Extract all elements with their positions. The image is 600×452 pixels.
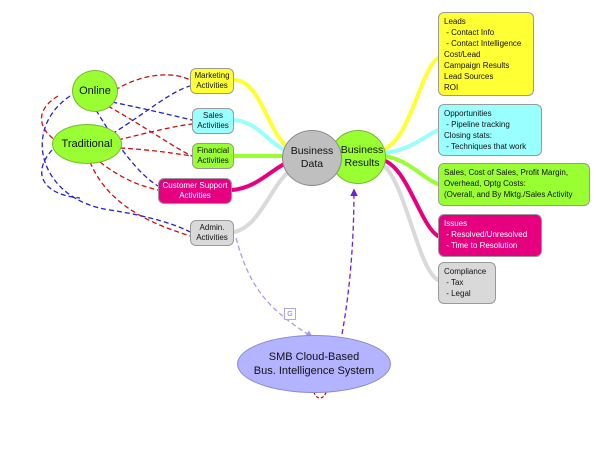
compliance-line: Compliance (444, 267, 487, 276)
connector-online-financial (107, 105, 193, 157)
branch-leads (380, 56, 440, 152)
business-results-node: Business Results (330, 130, 386, 184)
connector-online-sales (111, 101, 193, 121)
sales-activities-label: Sales Activities (197, 111, 229, 130)
connector-online-admin (41, 95, 191, 233)
opportunities-line: Closing stats: (444, 131, 493, 140)
opportunities-line: - Techniques that work (444, 142, 527, 151)
leads-results-node: Leads - Contact Info - Contact Intellige… (438, 12, 534, 96)
issues-line: Issues (444, 219, 468, 228)
issues-line: - Time to Resolution (444, 241, 518, 250)
leads-line: - Contact Info (444, 28, 495, 37)
sales-activities-node: Sales Activities (192, 108, 234, 134)
customer-support-activities-label: Customer Support Activities (162, 181, 228, 200)
source-connectors (41, 74, 193, 237)
online-oval: Online (72, 70, 118, 112)
issues-line: - Resolved/Unresolved (444, 230, 528, 239)
business-results-label: Business Results (340, 144, 384, 169)
branch-marketing (232, 78, 294, 152)
connector-traditional-financial (119, 147, 193, 157)
sales-costs-line: (Overall, and By Mktg./Sales Activity (444, 190, 573, 199)
bi-system-label: SMB Cloud-Based Bus. Intelligence System (253, 351, 375, 377)
connector-traditional-sales (117, 123, 193, 141)
sales-costs-results-node: Sales, Cost of Sales, Profit Margin, Ove… (438, 163, 590, 206)
connector-marker-label: G (287, 310, 293, 318)
branch-sales (232, 118, 292, 154)
connector-traditional-support (99, 161, 159, 191)
connector-admin-to-system (235, 237, 314, 338)
issues-results-node: Issues - Resolved/Unresolved - Time to R… (438, 214, 542, 257)
connector-traditional-admin (89, 161, 191, 237)
leads-line: Campaign Results (444, 61, 510, 70)
traditional-label: Traditional (61, 138, 113, 150)
branch-issues (381, 158, 440, 238)
marketing-activities-label: Marketing Activities (194, 71, 230, 90)
compliance-line: - Tax (444, 278, 464, 287)
branch-compliance (380, 162, 440, 282)
financial-activities-node: Financial Activities (192, 143, 234, 169)
connector-online-marketing (114, 74, 191, 91)
leads-line: Lead Sources (444, 72, 494, 81)
result-branches (380, 56, 440, 282)
sales-costs-line: Overhead, Optg Costs: (444, 179, 526, 188)
leads-line: - Contact Intelligence (444, 39, 522, 48)
leads-line: Cost/Lead (444, 50, 481, 59)
opportunities-line: Opportunities (444, 109, 492, 118)
bi-system-node: SMB Cloud-Based Bus. Intelligence System (237, 335, 391, 393)
business-data-label: Business Data (290, 145, 334, 170)
online-label: Online (79, 85, 111, 97)
financial-activities-label: Financial Activities (196, 146, 229, 165)
business-data-node: Business Data (282, 130, 342, 186)
marketing-activities-node: Marketing Activities (190, 68, 234, 94)
connector-traditional-marketing (111, 85, 191, 135)
admin-activities-node: Admin. Activities (190, 220, 234, 246)
connector-system-bottom-stub (313, 391, 327, 399)
connector-online-support (95, 109, 159, 187)
leads-line: ROI (444, 83, 459, 92)
connector-loop-left (41, 95, 59, 141)
branch-opportunities (382, 128, 440, 155)
leads-line: Leads (444, 17, 466, 26)
traditional-oval: Traditional (52, 124, 122, 164)
admin-activities-label: Admin. Activities (196, 223, 228, 242)
connector-loop-left-2 (41, 149, 81, 199)
branch-sales-costs (382, 154, 440, 186)
opportunities-line: - Pipeline tracking (444, 120, 510, 129)
compliance-line: - Legal (444, 289, 471, 298)
opportunities-results-node: Opportunities - Pipeline tracking Closin… (438, 104, 542, 156)
connector-system-to-results (341, 188, 358, 335)
sales-costs-line: Sales, Cost of Sales, Profit Margin, (444, 168, 569, 177)
connector-marker: G (284, 308, 296, 320)
compliance-results-node: Compliance - Tax - Legal (438, 262, 496, 304)
customer-support-activities-node: Customer Support Activities (158, 178, 232, 204)
